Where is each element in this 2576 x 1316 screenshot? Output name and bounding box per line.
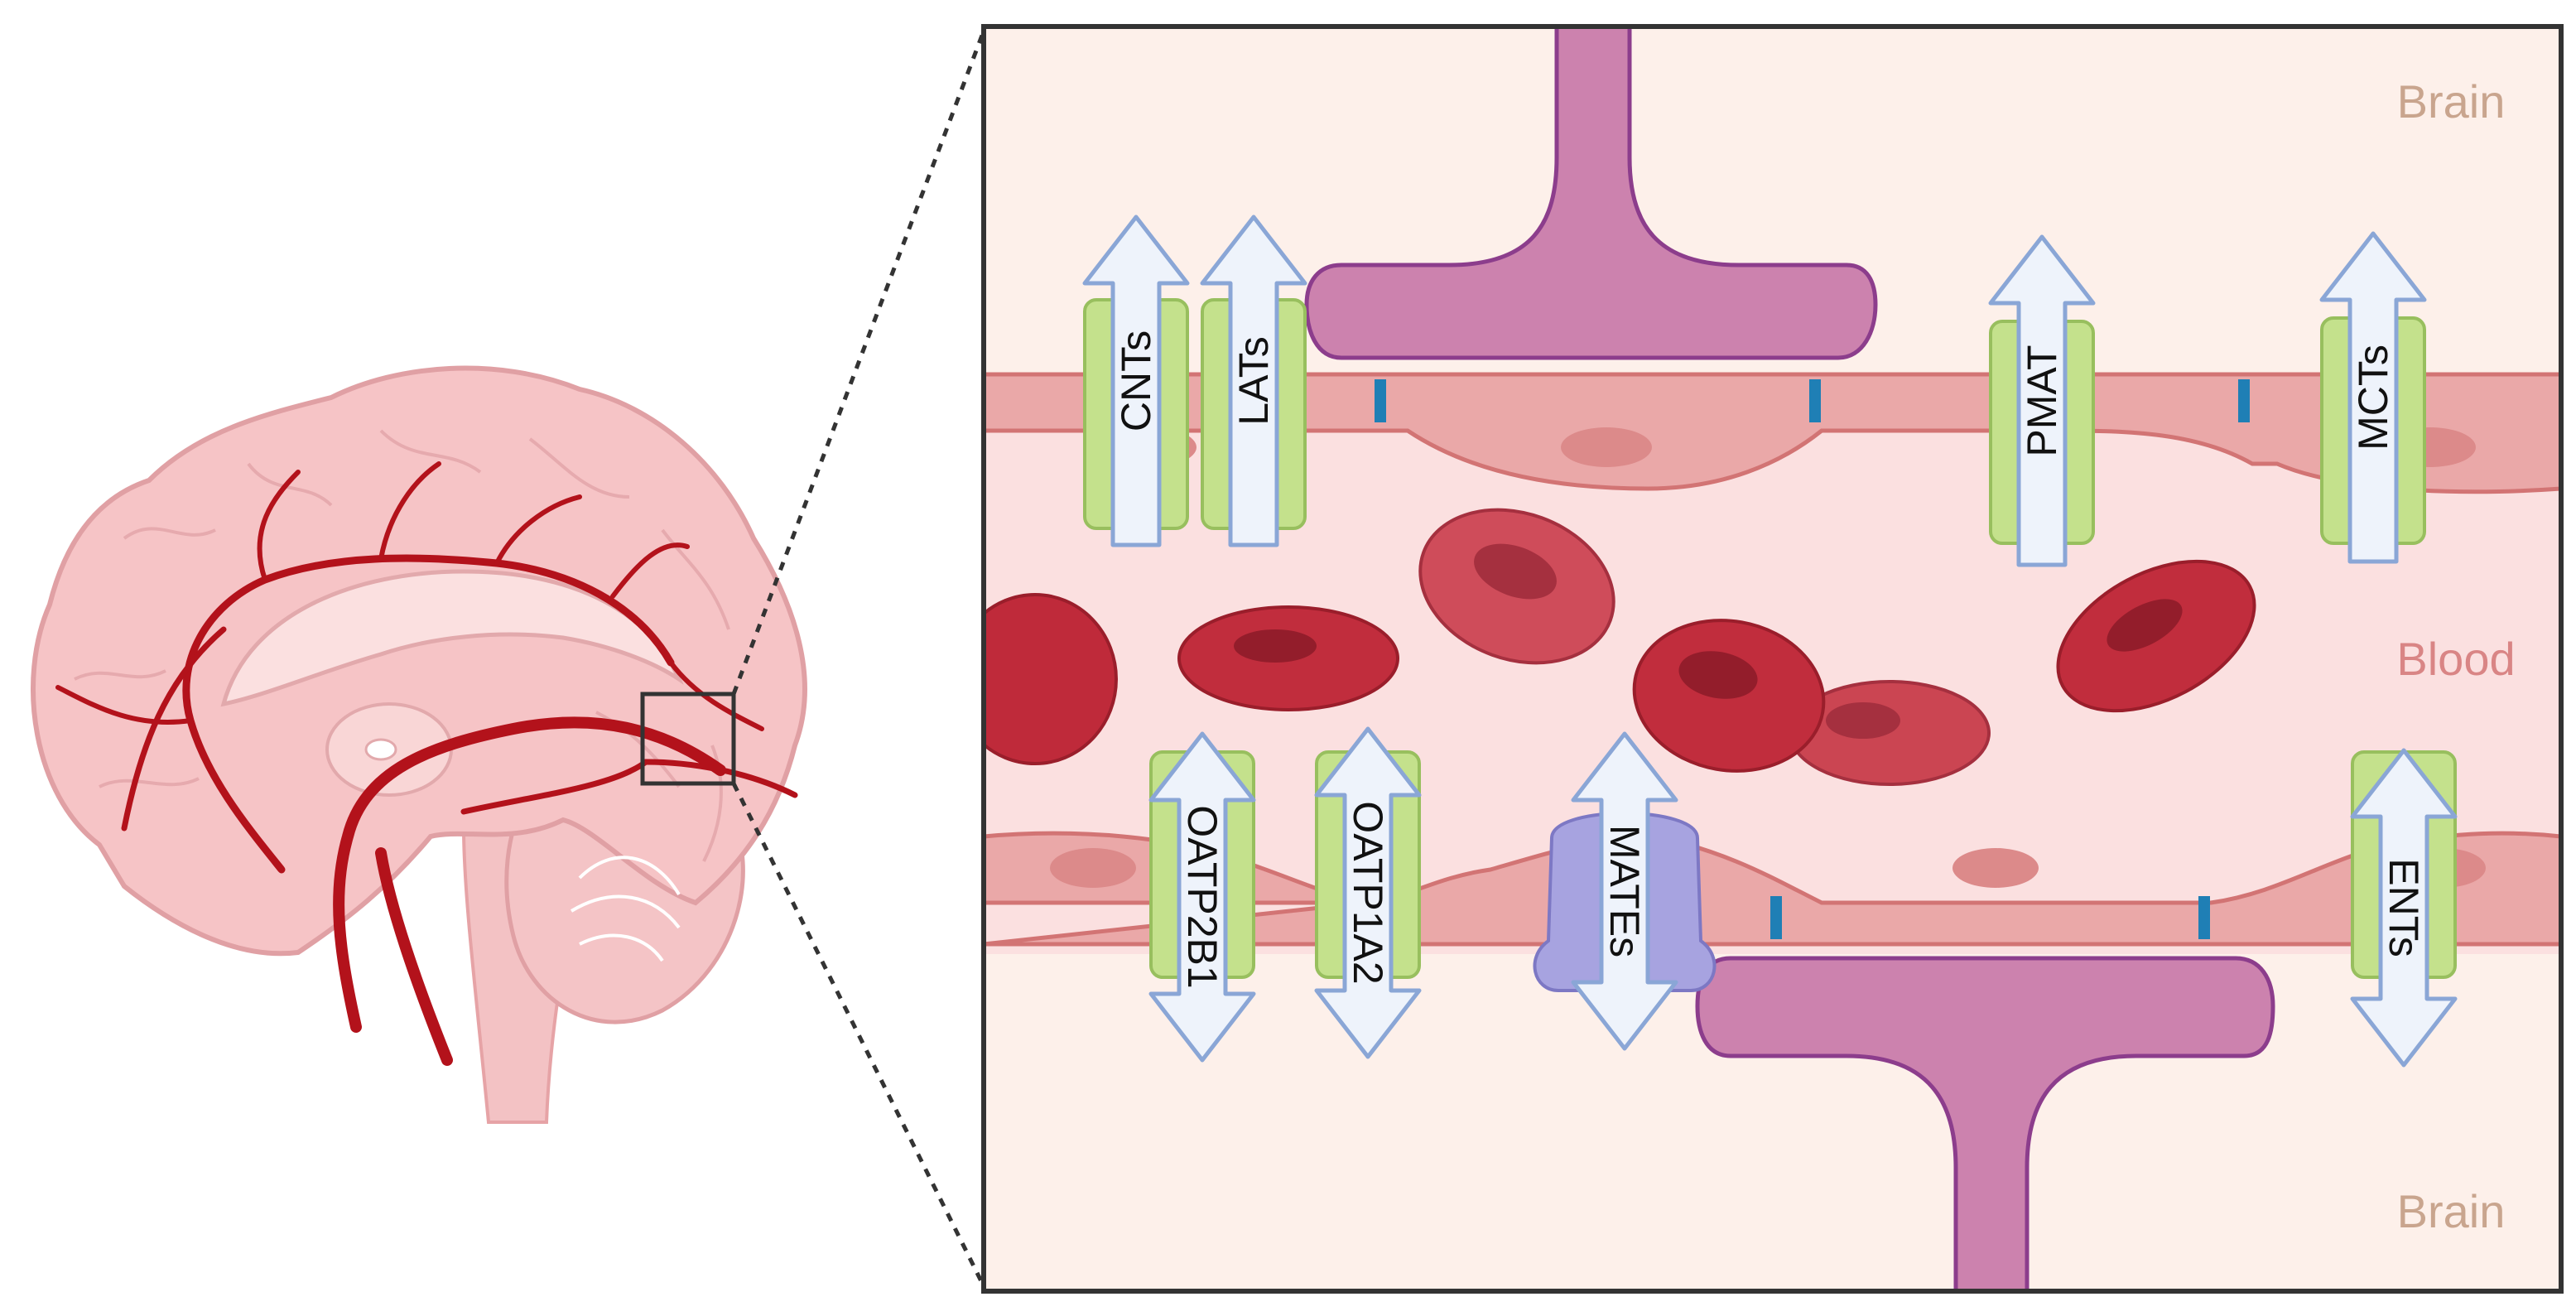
bbb-panel: Brain Blood Brain CNTs LATs PMAT MCTsOATP2B…	[984, 27, 2561, 1291]
transport-arrow	[1082, 215, 1190, 547]
red-blood-cell	[984, 593, 1118, 765]
transporter-mcts: MCTs	[2319, 231, 2427, 564]
transport-arrow	[2319, 231, 2427, 564]
tight-junction	[2198, 896, 2210, 939]
red-blood-cells	[984, 508, 2256, 786]
transporter-label: PMAT	[2019, 345, 2065, 456]
tight-junction	[1375, 379, 1386, 422]
region-label-brain-bottom: Brain	[2397, 1185, 2506, 1237]
zoom-line-top	[731, 26, 988, 695]
transport-arrow	[1988, 234, 2096, 567]
transport-arrow	[1200, 215, 1307, 547]
transporter-lats: LATs	[1200, 215, 1307, 547]
transporter-label: OATP2B1	[1179, 805, 1225, 988]
cerebral-arteries	[55, 461, 798, 1066]
transporter-label: LATs	[1230, 336, 1277, 425]
zoom-line-bottom	[731, 782, 988, 1291]
zoom-panel-border	[981, 24, 2564, 1294]
corpus-callosum	[220, 569, 684, 707]
transporter-label: CNTs	[1113, 330, 1159, 431]
tight-junction	[2238, 379, 2250, 422]
astrocyte-endfoot-top	[1304, 27, 1878, 360]
astrocyte-endfoot-bottom	[1695, 956, 2275, 1291]
transporter-ents: ENTs	[2350, 748, 2458, 1068]
gyri-lines	[74, 429, 730, 862]
transporter-pmat: PMAT	[1988, 234, 2096, 567]
transport-arrow	[2350, 748, 2458, 1068]
cerebrum	[31, 365, 807, 957]
tight-junction	[1770, 896, 1782, 939]
transporter-mates: MATEs	[1533, 731, 1717, 1051]
region-label-blood: Blood	[2396, 633, 2515, 685]
zoom-region-box	[640, 692, 736, 786]
transporter-oatp2b1: OATP2B1	[1148, 731, 1256, 1063]
brain-illustration	[31, 26, 988, 1291]
transporter-cnts: CNTs	[1082, 215, 1190, 547]
cerebellum-folia	[570, 856, 681, 962]
region-label-brain-top: Brain	[2397, 75, 2506, 128]
transport-arrow	[1148, 731, 1256, 1063]
transport-arrow	[1571, 731, 1678, 1051]
transporter-oatp1a2: OATP1A2	[1314, 726, 1422, 1059]
transporter-label: ENTs	[2381, 858, 2427, 957]
transport-arrow	[1314, 726, 1422, 1059]
transporter-label: MATEs	[1601, 825, 1648, 957]
tight-junction	[1809, 379, 1821, 422]
transporter-label: MCTs	[2350, 345, 2396, 451]
transporter-label: OATP1A2	[1345, 801, 1391, 984]
